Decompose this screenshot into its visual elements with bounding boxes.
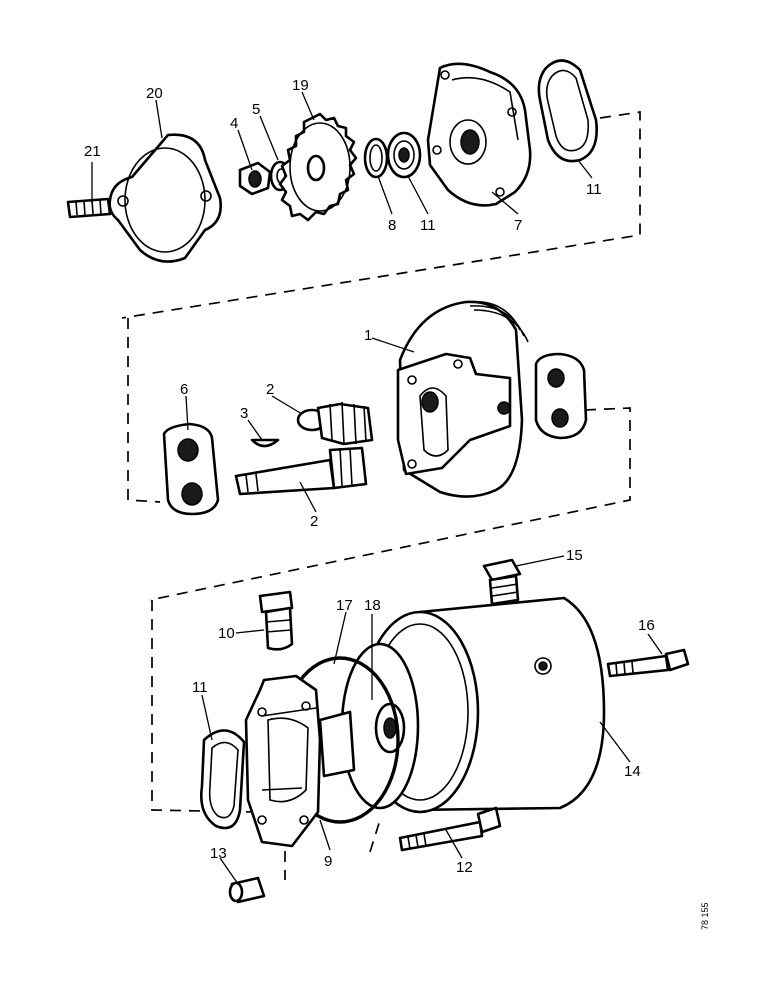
gasket-plate-20 [108,133,222,263]
upper-assembly-boundary [121,111,641,319]
woodruff-key-3 [250,438,280,448]
callout-8: 8 [388,217,396,234]
callout-12: 12 [456,859,473,876]
callout-6: 6 [180,381,188,398]
callout-18: 18 [364,597,381,614]
nut-4 [238,161,272,196]
callout-10: 10 [218,625,235,642]
callout-7: 7 [514,217,522,234]
bolt-16 [606,648,690,678]
callout-3: 3 [240,405,248,422]
block-6-right [534,352,588,440]
stud-21 [66,197,112,219]
leader-lines [91,91,663,885]
callout-13: 13 [210,845,227,862]
callout-11-top-right: 11 [586,181,602,198]
callout-2-upper: 2 [266,381,274,398]
housing-9 [244,674,356,848]
callout-17: 17 [336,597,353,614]
seal-11-top [537,59,598,163]
callout-20: 20 [146,85,163,102]
gear-shaft-2-lower [234,446,368,496]
block-6 [162,422,220,516]
callout-15: 15 [566,547,583,564]
callout-4: 4 [230,115,238,132]
circlip-8 [363,137,389,179]
callout-labels: 21 20 4 5 19 8 11 7 11 1 2 3 6 2 15 16 1… [84,77,655,876]
valve-10 [258,590,294,651]
middle-assembly-boundary [127,318,631,601]
bearing-11 [386,131,422,179]
end-cover-7 [426,62,532,207]
callout-9: 9 [324,853,332,870]
callout-11-lower: 11 [192,679,208,696]
callout-5: 5 [252,101,260,118]
callout-19: 19 [292,77,309,94]
pump-body-1 [396,300,529,498]
figure-reference: 78 155 [700,902,710,930]
gear-shaft-2-upper [296,401,374,446]
callout-14: 14 [624,763,641,780]
seal-11-lower [200,729,246,830]
callout-2-lower: 2 [310,513,318,530]
callout-1: 1 [364,327,372,344]
callout-16: 16 [638,617,655,634]
filler-plug-15 [482,558,522,606]
gear-19 [278,112,358,222]
bush-13 [228,876,266,904]
bolt-12 [398,806,502,852]
filter-element-18 [340,642,420,810]
callout-11-top-center: 11 [420,217,436,234]
callout-21: 21 [84,143,101,160]
